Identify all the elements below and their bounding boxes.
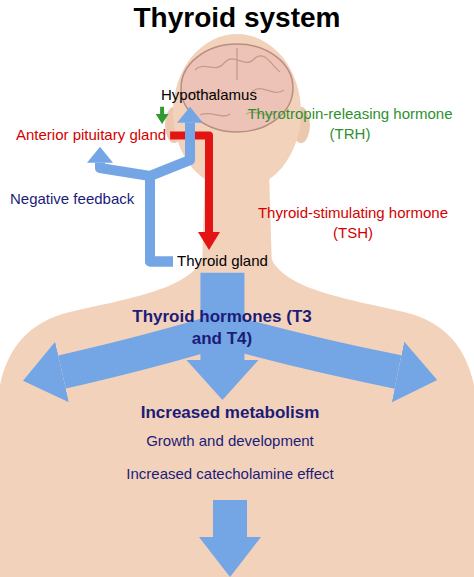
connector-arrow [160, 107, 164, 114]
node-heading: Thyroid gland [177, 252, 268, 271]
diagram-title: Thyroid system [0, 2, 474, 34]
node-heading: Increased metabolism [64, 402, 396, 423]
edge-label: Thyrotropin-releasing hormone (TRH) [232, 104, 468, 143]
edge-label: Negative feedback [10, 189, 134, 209]
connector-arrow [150, 123, 190, 262]
brain-region-label: Hypothalamus [157, 84, 261, 107]
edge-label: Thyroid hormones (T3 and T4) [132, 306, 312, 350]
node-line: Increased catecholamine effect [64, 465, 396, 484]
hormone-arrow-down [213, 500, 247, 537]
effects-list: Increased metabolismGrowth and developme… [60, 400, 400, 486]
node-heading: Anterior pituitary gland [16, 126, 166, 145]
node-heading: Hypothalamus [161, 86, 257, 105]
edge-label: Thyroid-stimulating hormone (TSH) [238, 203, 468, 242]
node-line: Growth and development [64, 432, 396, 451]
gland-label: Anterior pituitary gland [12, 124, 170, 147]
gland-label: Thyroid gland [173, 250, 272, 273]
connector-arrow [100, 163, 173, 262]
torso-silhouette [0, 250, 474, 577]
